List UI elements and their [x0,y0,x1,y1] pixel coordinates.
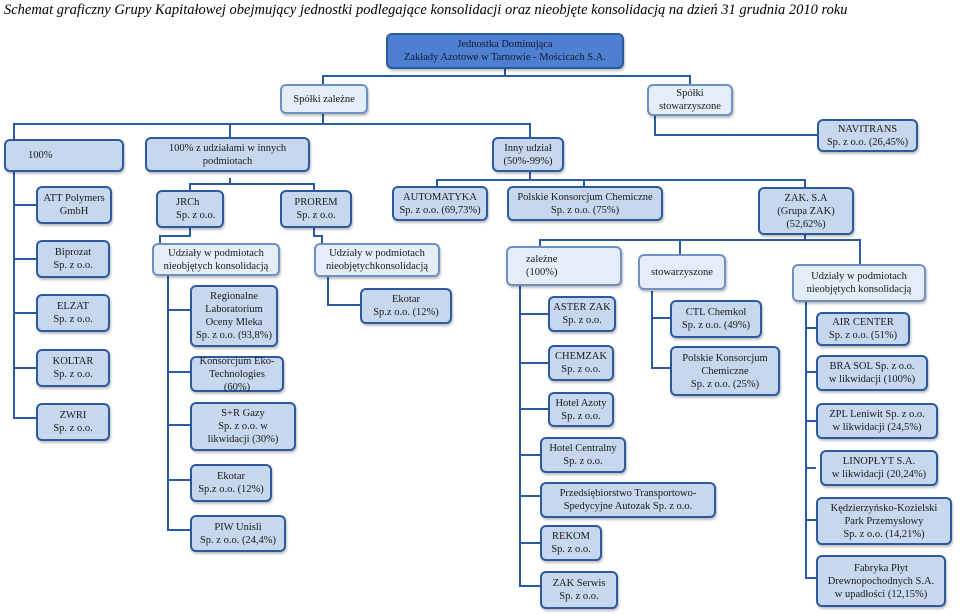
node-linopyt: LINOPŁYT S.A. w likwidacji (20,24%) [820,450,938,486]
node-inny-udzial: Inny udział (50%-99%) [492,137,564,172]
node-ctl-chemkol: CTL Chemkol Sp. z o.o. (49%) [670,300,762,338]
node-pkc-25: Polskie Konsorcjum Chemiczne Sp. z o.o. … [670,346,780,396]
node-spolki-stowarzyszone: Spółki stowarzyszone [647,84,733,116]
node-air-center: AIR CENTER Sp. z o.o. (51%) [816,312,910,346]
node-elzat: ELZAT Sp. z o.o. [36,294,110,332]
node-koltar: KOLTAR Sp. z o.o. [36,349,110,387]
node-prorem-udzialy: Udziały w podmiotach nieobjętychkonsolid… [314,243,440,277]
node-ekotar-1: Ekotar Sp.z o.o. (12%) [190,464,272,502]
node-hotel-azoty: Hotel Azoty Sp. z o.o. [548,392,614,427]
node-navitrans: NAVITRANS Sp. z o.o. (26,45%) [817,119,918,152]
node-prorem: PROREM Sp. z o.o. [280,190,352,228]
node-att: ATT Polymers GmbH [36,186,112,224]
node-biprozat: Biprozat Sp. z o.o. [36,240,110,278]
node-zak-serwis: ZAK Serwis Sp. z o.o. [540,571,618,609]
node-jrch: JRCh Sp. z o.o. [156,190,224,228]
node-zak-udzialy: Udziały w podmiotach nieobjętych konsoli… [792,264,926,302]
node-rekom: REKOM Sp. z o.o. [540,525,602,561]
node-eko-tech: Konsorcjum Eko- Technologies (60%) [190,356,284,393]
node-zwri: ZWRI Sp. z o.o. [36,403,110,441]
node-piw-unisli: PIW Unisli Sp. z o.o. (24,4%) [190,515,286,552]
node-zak: ZAK. S.A (Grupa ZAK) (52,62%) [758,187,854,235]
node-stowarzyszone: stowarzyszone [638,254,726,290]
node-chemzak: CHEMZAK Sp. z o.o. [548,345,614,381]
node-autozak: Przedsiębiorstwo Transportowo- Spedycyjn… [540,482,716,518]
node-pkc: Polskie Konsorcjum Chemiczne Sp. z o.o. … [507,186,663,221]
node-sr-gazy: S+R Gazy Sp. z o.o. w likwidacji (30%) [190,402,296,451]
node-automatyka: AUTOMATYKA Sp. z o.o. (69,73%) [392,186,488,221]
node-fabryka-plyt: Fabryka Płyt Drewnopochodnych S.A. w upa… [816,555,946,607]
node-bra-sol: BRA SOL Sp. z o.o. w likwidacji (100%) [816,355,928,391]
node-rlom: Regionalne Laboratorium Oceny Mleka Sp. … [190,285,278,347]
node-jrch-udzialy: Udziały w podmiotach nieobjętych konsoli… [152,243,280,276]
diagram-title: Schemat graficzny Grupy Kapitałowej obej… [4,2,848,18]
node-root: Jednostka Dominująca Zakłady Azotowe w T… [386,33,624,69]
node-100: 100% [4,139,124,172]
node-kpp: Kędzierzyńsko-Kozielski Park Przemysłowy… [816,497,952,545]
node-hotel-centralny: Hotel Centralny Sp. z o.o. [540,437,626,473]
node-spolki-zalezne: Spółki zależne [280,84,368,114]
node-aster-zak: ASTER ZAK Sp. z o.o. [548,296,616,332]
node-100-udzialy: 100% z udziałami w innych podmiotach [145,137,310,172]
node-ekotar-2: Ekotar Sp.z o.o. (12%) [360,288,452,324]
node-zpl-leniwit: ZPL Leniwit Sp. z o.o. w likwidacji (24,… [816,403,938,439]
node-zalezne: zależne (100%) [506,246,622,286]
